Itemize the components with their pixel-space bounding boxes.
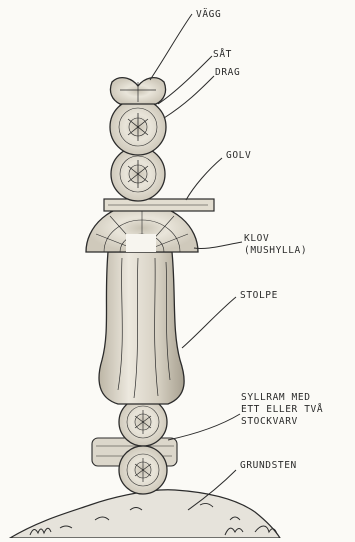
leader-golv — [186, 158, 222, 200]
leader-syllram — [168, 414, 240, 440]
sill-logs — [92, 398, 177, 494]
label-klov: KLOV (MUSHYLLA) — [244, 233, 307, 257]
label-golv: GOLV — [226, 150, 251, 162]
label-drag: DRAG — [215, 67, 240, 79]
wall-logs — [110, 78, 166, 201]
label-stolpe: STOLPE — [240, 290, 278, 302]
floor-board — [104, 199, 214, 211]
label-syllram-line3: STOCKVARV — [241, 416, 323, 428]
foundation-stone — [10, 490, 280, 538]
leader-vagg — [150, 14, 192, 80]
label-vagg: VÄGG — [196, 9, 221, 21]
label-syllram: SYLLRAM MED ETT ELLER TVÅ STOCKVARV — [241, 392, 323, 428]
leader-sat — [158, 56, 212, 104]
label-syllram-line1: SYLLRAM MED — [241, 392, 323, 404]
label-klov-line1: KLOV — [244, 233, 307, 245]
leader-klov — [194, 242, 242, 249]
leader-drag — [164, 76, 214, 118]
leader-stolpe — [182, 297, 236, 348]
label-syllram-line2: ETT ELLER TVÅ — [241, 404, 323, 416]
post — [99, 252, 184, 404]
label-sat: SÅT — [213, 49, 232, 61]
label-grundsten: GRUNDSTEN — [240, 460, 297, 472]
label-klov-line2: (MUSHYLLA) — [244, 245, 307, 257]
